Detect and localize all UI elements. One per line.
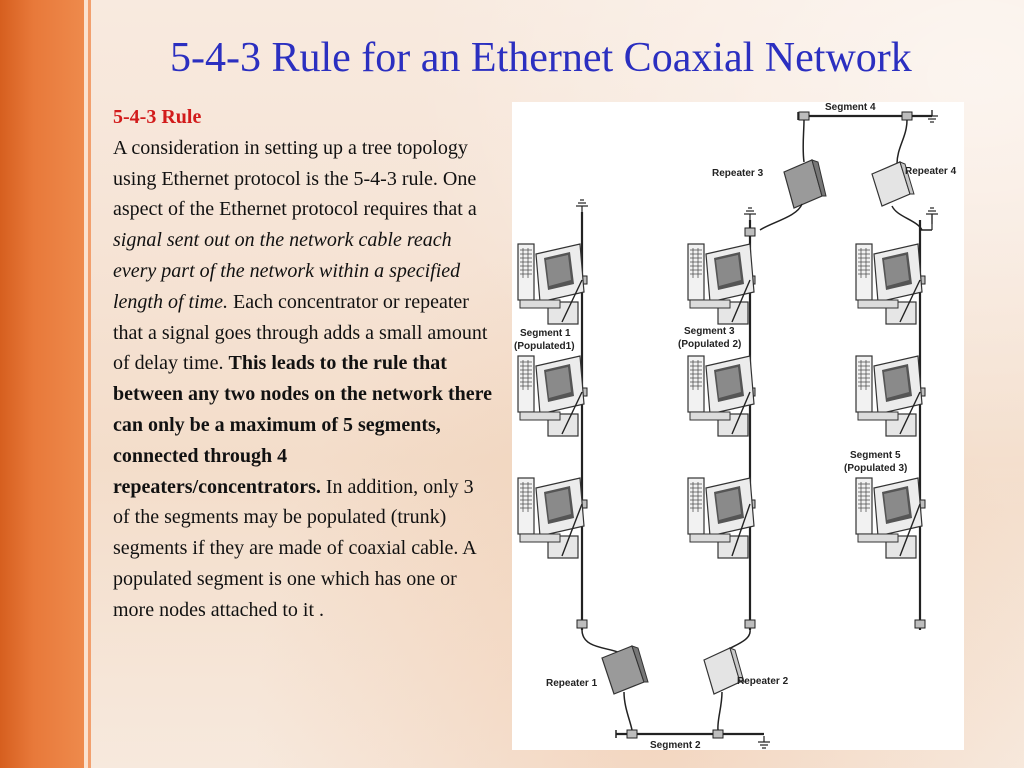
computer-node: [517, 477, 585, 559]
segment-1-link: [581, 629, 623, 655]
side-accent-band: [0, 0, 84, 768]
computer-node: [687, 355, 755, 437]
computer-node: [687, 477, 755, 559]
computer-node: [855, 243, 923, 325]
computer-node: [517, 243, 585, 325]
body-emphasis: signal sent out on the network cable rea…: [113, 229, 461, 313]
computer-node: [687, 243, 755, 325]
body-text: 5-4-3 Rule A consideration in setting up…: [113, 102, 493, 626]
computer-node: [855, 355, 923, 437]
computer-node: [517, 355, 585, 437]
segment-1-label: Segment 1: [520, 328, 571, 339]
body-middle: Each concentrator or repeater that a sig…: [113, 290, 488, 375]
slide-title: 5-4-3 Rule for an Ethernet Coaxial Netwo…: [170, 35, 912, 81]
drop-cable: [896, 119, 908, 165]
drop-cable: [802, 119, 805, 163]
segment-3-sublabel: (Populated 2): [678, 339, 741, 350]
segment-2-cable: [615, 729, 771, 749]
repeater-3-link: [759, 203, 803, 231]
repeater-1-label: Repeater 1: [546, 678, 598, 689]
repeater-2-label: Repeater 2: [737, 676, 789, 687]
computer-node: [855, 477, 923, 559]
segment-3-label: Segment 3: [684, 326, 735, 337]
body-end: In addition, only 3 of the segments may …: [113, 475, 476, 621]
network-diagram-svg: Segment 4 Repeater 3 Repeater 4: [514, 102, 957, 750]
segment-5-label: Segment 5: [850, 450, 901, 461]
segment-1-sublabel: (Populated1): [514, 341, 575, 352]
repeater-1: [601, 645, 649, 695]
segment-5-sublabel: (Populated 3): [844, 463, 907, 474]
segment-2-label: Segment 2: [650, 740, 701, 750]
segment-4-cable: [797, 109, 939, 123]
rule-heading: 5-4-3 Rule: [113, 106, 202, 128]
repeater-4-link: [891, 205, 923, 231]
repeater-2: [703, 647, 745, 695]
repeater-4: [871, 161, 915, 207]
repeater-2-drop: [717, 691, 723, 731]
body-intro: A consideration in setting up a tree top…: [113, 136, 477, 221]
body-bold-rule: This leads to the rule that between any …: [113, 352, 493, 498]
repeater-3: [783, 159, 827, 209]
segment-4-label: Segment 4: [825, 102, 876, 113]
repeater-3-label: Repeater 3: [712, 168, 764, 179]
side-accent-line: [84, 0, 88, 768]
repeater-4-label: Repeater 4: [905, 166, 957, 177]
repeater-1-drop: [623, 691, 633, 731]
side-accent-line-2: [88, 0, 91, 768]
network-diagram: Segment 4 Repeater 3 Repeater 4: [512, 102, 964, 750]
